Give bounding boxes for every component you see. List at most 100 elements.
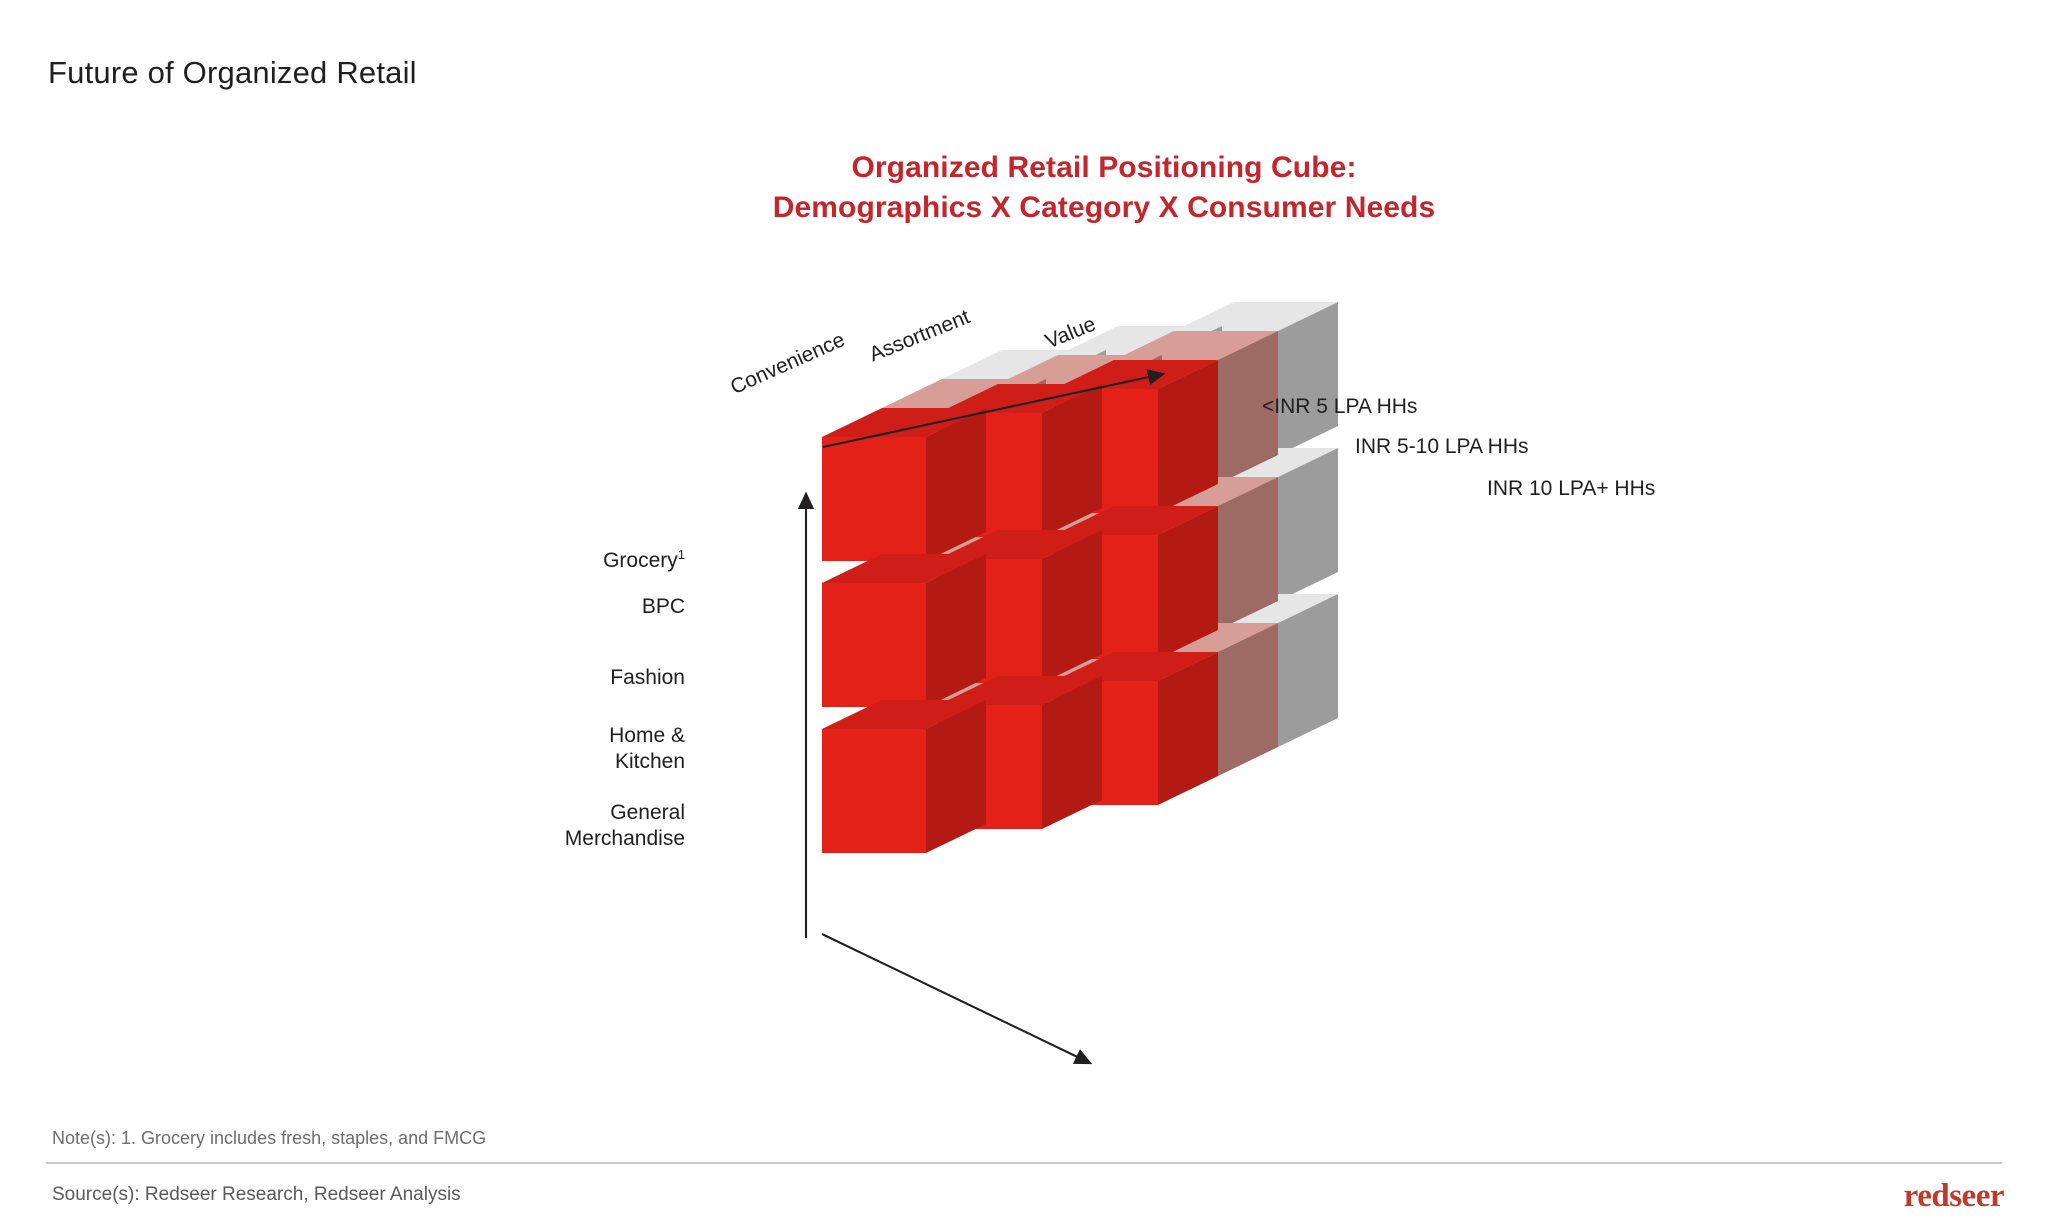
cube-top-face [998, 355, 1162, 384]
cube-side-face [1162, 618, 1222, 771]
demographics-axis-arrow [821, 933, 1093, 1065]
cube [998, 501, 1162, 654]
dimension-label-assortment: Assortment [866, 305, 974, 367]
cube-front-face [822, 583, 926, 707]
cube-top-face [1114, 623, 1278, 652]
cube-front-face [942, 525, 1046, 649]
cube-top-face [938, 530, 1102, 559]
cube [998, 647, 1162, 800]
cube [1054, 652, 1218, 805]
cube-front-face [1058, 501, 1162, 625]
row-label-grocery-text: Grocery [603, 548, 678, 572]
cube [998, 355, 1162, 508]
redseer-logo: redseer [1903, 1178, 2005, 1214]
cube-side-face [926, 700, 986, 853]
cube [1174, 302, 1338, 455]
cube-top-face [822, 408, 986, 437]
cube-front-face [998, 676, 1102, 800]
row-label-home-kitchen: Home & Kitchen [609, 724, 685, 773]
cube [942, 496, 1106, 649]
cube-side-face [1278, 448, 1338, 601]
cube-top-face [822, 700, 986, 729]
cube [1114, 623, 1278, 776]
cube [938, 676, 1102, 829]
cube [1114, 477, 1278, 630]
cube-grid [822, 302, 1338, 853]
cube [822, 700, 986, 853]
cube-side-face [1158, 360, 1218, 513]
cube-top-face [998, 501, 1162, 530]
row-label-general-merchandise: General Merchandise [564, 801, 685, 850]
cube [942, 642, 1106, 795]
cube [942, 350, 1106, 503]
cube-side-face [1158, 506, 1218, 659]
cube-top-face [822, 554, 986, 583]
cube-top-face [1174, 448, 1338, 477]
cube [882, 671, 1046, 824]
cube-front-face [938, 705, 1042, 829]
cube-front-face [1174, 331, 1278, 455]
cube-front-face [1054, 535, 1158, 659]
cube-front-face [882, 408, 986, 532]
cube-side-face [986, 525, 1046, 678]
cube-top-face [882, 671, 1046, 700]
cube-side-face [1042, 676, 1102, 829]
cube-side-face [1102, 355, 1162, 508]
cube-top-face [1054, 652, 1218, 681]
consumer-needs-axis-arrow [822, 369, 1166, 449]
cube-front-face [942, 671, 1046, 795]
page-title: Future of Organized Retail [48, 55, 417, 90]
cube-side-face [986, 671, 1046, 824]
segment-label-under-5-lpa: <INR 5 LPA HHs [1262, 395, 1418, 418]
cube [1174, 594, 1338, 747]
cube-side-face [1046, 350, 1106, 503]
cube [938, 384, 1102, 537]
cube [1174, 448, 1338, 601]
cube-side-face [1278, 594, 1338, 747]
row-label-bpc: BPC [641, 595, 685, 618]
cube [1058, 326, 1222, 479]
cube-side-face [926, 408, 986, 561]
cube-top-face [882, 525, 1046, 554]
cube [1058, 618, 1222, 771]
cube [938, 530, 1102, 683]
dimension-label-convenience: Convenience [727, 328, 849, 400]
cube-top-face [1174, 594, 1338, 623]
cube [882, 525, 1046, 678]
cube [1058, 472, 1222, 625]
note-text: Note(s): 1. Grocery includes fresh, stap… [52, 1128, 487, 1148]
cube-top-face [1114, 331, 1278, 360]
cube-top-face [1114, 477, 1278, 506]
cube-side-face [1158, 652, 1218, 805]
cube-side-face [1042, 384, 1102, 537]
cube [822, 554, 986, 707]
row-label-fashion: Fashion [610, 666, 685, 689]
cube-side-face [986, 379, 1046, 532]
cube-side-face [1278, 302, 1338, 455]
cube-side-face [1046, 496, 1106, 649]
cube-front-face [1114, 652, 1218, 776]
cube-front-face [1054, 389, 1158, 513]
cube-side-face [1102, 501, 1162, 654]
cube-top-face [1054, 360, 1218, 389]
cube-top-face [1058, 618, 1222, 647]
cube-top-face [942, 350, 1106, 379]
cube-top-face [942, 642, 1106, 671]
cube-front-face [942, 379, 1046, 503]
cube-front-face [1058, 647, 1162, 771]
cube-front-face [882, 700, 986, 824]
segment-label-5-to-10-lpa: INR 5-10 LPA HHs [1355, 435, 1529, 458]
cube-front-face [938, 559, 1042, 683]
cube-front-face [1114, 506, 1218, 630]
cube-front-face [882, 554, 986, 678]
cube-side-face [1042, 530, 1102, 683]
segment-label-10-plus-lpa: INR 10 LPA+ HHs [1487, 477, 1656, 500]
cube-top-face [942, 496, 1106, 525]
cube [1114, 331, 1278, 484]
cube-side-face [1218, 477, 1278, 630]
cube-front-face [998, 530, 1102, 654]
row-label-grocery: Grocery1 [455, 522, 685, 573]
cube-side-face [1162, 472, 1222, 625]
cube-front-face [938, 413, 1042, 537]
cube-top-face [938, 384, 1102, 413]
